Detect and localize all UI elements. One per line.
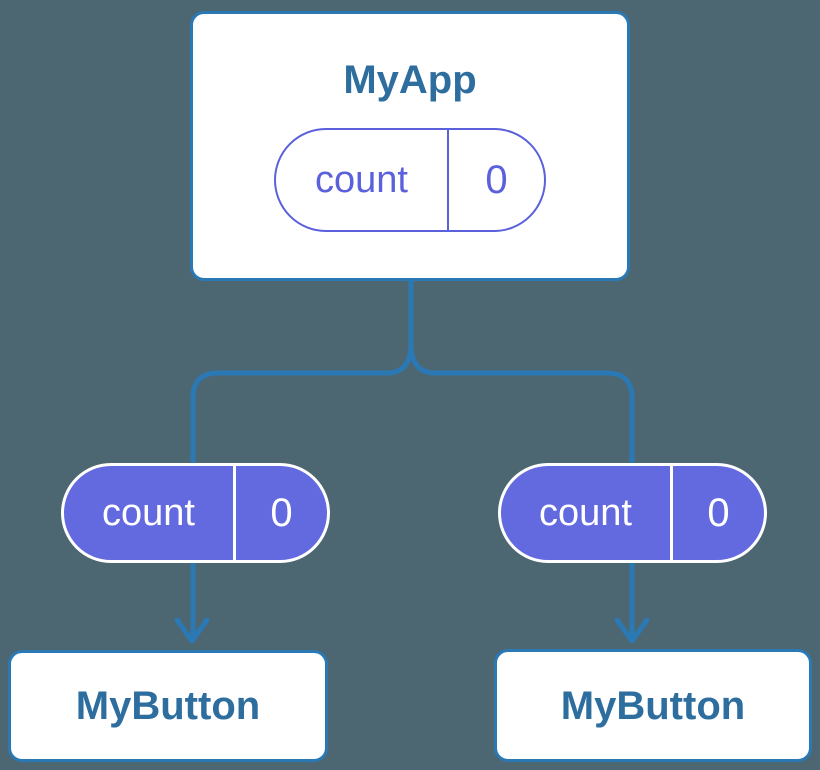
left-child-component-title: MyButton [75,684,261,728]
root-component-card: MyApp count 0 [190,11,630,281]
left-child-component-card: MyButton [8,650,328,762]
right-arrowhead-icon [614,617,650,644]
left-prop-name: count [64,466,236,560]
left-prop-value: 0 [270,490,293,535]
right-prop-name: count [501,466,673,560]
right-child-component-title: MyButton [560,683,746,728]
root-state-pill: count 0 [274,128,546,232]
right-prop-pill: count 0 [498,463,767,563]
root-state-name: count [276,130,449,230]
left-arrowhead-icon [174,617,210,644]
left-branch-connector [190,346,414,639]
root-state-value: 0 [485,157,508,202]
right-prop-value: 0 [707,490,730,535]
root-component-title: MyApp [343,58,477,102]
right-branch-connector [408,346,635,639]
left-prop-pill: count 0 [61,463,330,563]
right-child-component-card: MyButton [494,649,812,762]
